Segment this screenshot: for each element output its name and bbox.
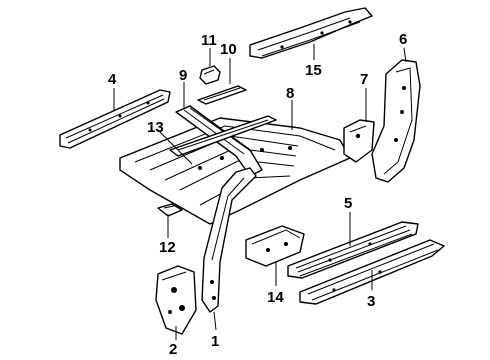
- callout-2: 2: [169, 341, 177, 358]
- part-12-clip: [157, 203, 183, 217]
- part-15-upper-rail: [249, 7, 373, 59]
- leader-1: [213, 311, 217, 331]
- callout-labels: 1 2 3 4 5 6 7 8 9 10 11 12 13 14 15: [108, 31, 407, 358]
- callout-14: 14: [267, 289, 284, 306]
- callout-13: 13: [147, 119, 164, 136]
- callout-11: 11: [201, 32, 217, 49]
- floor-pan-assembly: [119, 105, 351, 225]
- callout-10: 10: [220, 41, 237, 58]
- part-1-pillar: [201, 167, 257, 313]
- callout-6: 6: [399, 31, 407, 48]
- callout-12: 12: [159, 239, 176, 256]
- callout-1: 1: [211, 333, 219, 350]
- part-4-side-rail: [59, 89, 171, 149]
- callout-4: 4: [108, 71, 117, 88]
- callout-5: 5: [344, 195, 352, 212]
- part-5-inner-rocker: [287, 221, 419, 279]
- callout-15: 15: [305, 62, 322, 79]
- part-2-lower-bracket: [155, 265, 197, 335]
- leader-13: [157, 129, 193, 165]
- callout-7: 7: [360, 71, 368, 88]
- leader-lines: [113, 44, 407, 340]
- leader-6: [403, 47, 407, 63]
- part-11-bracket: [199, 65, 221, 85]
- callout-8: 8: [286, 85, 294, 102]
- part-10-bar: [197, 85, 247, 105]
- callout-9: 9: [179, 67, 187, 84]
- callout-3: 3: [367, 293, 375, 310]
- part-7-pillar-bracket: [343, 119, 375, 163]
- part-14-reinforcement: [245, 225, 305, 267]
- part-6-rear-pillar: [371, 59, 421, 183]
